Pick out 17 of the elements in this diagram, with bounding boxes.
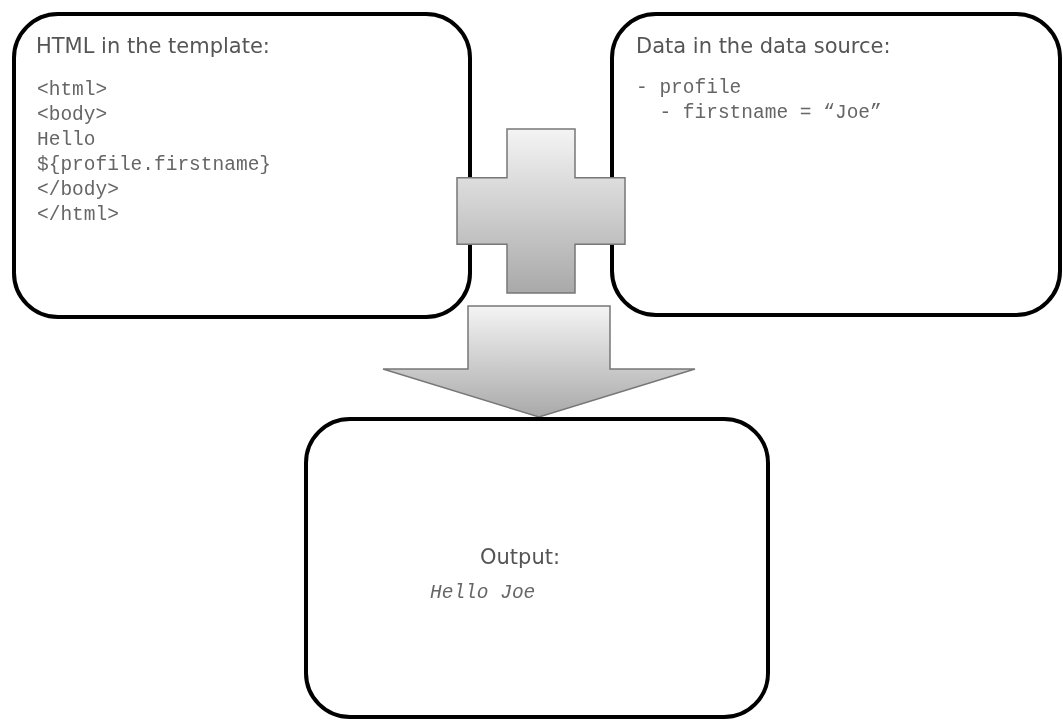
code-line: - firstname = “Joe”	[658, 102, 882, 124]
heading: HTML in the template:	[36, 34, 270, 58]
code-line: </body>	[37, 179, 119, 201]
plus-shape	[456, 128, 626, 294]
rounded-box	[304, 417, 770, 719]
heading: Output:	[480, 545, 561, 569]
code-line: - profile	[636, 77, 742, 99]
code-line: <body>	[37, 104, 108, 126]
code-line: ${profile.firstname}	[37, 154, 272, 176]
heading: Data in the data source:	[636, 34, 891, 58]
rounded-box	[610, 12, 1062, 317]
code-line: Hello Joe	[430, 582, 536, 604]
rounded-box	[12, 12, 472, 319]
code-line: <html>	[37, 79, 108, 101]
code-line: </html>	[37, 204, 119, 226]
block-arrow	[382, 305, 696, 418]
code-line: Hello	[37, 129, 96, 151]
